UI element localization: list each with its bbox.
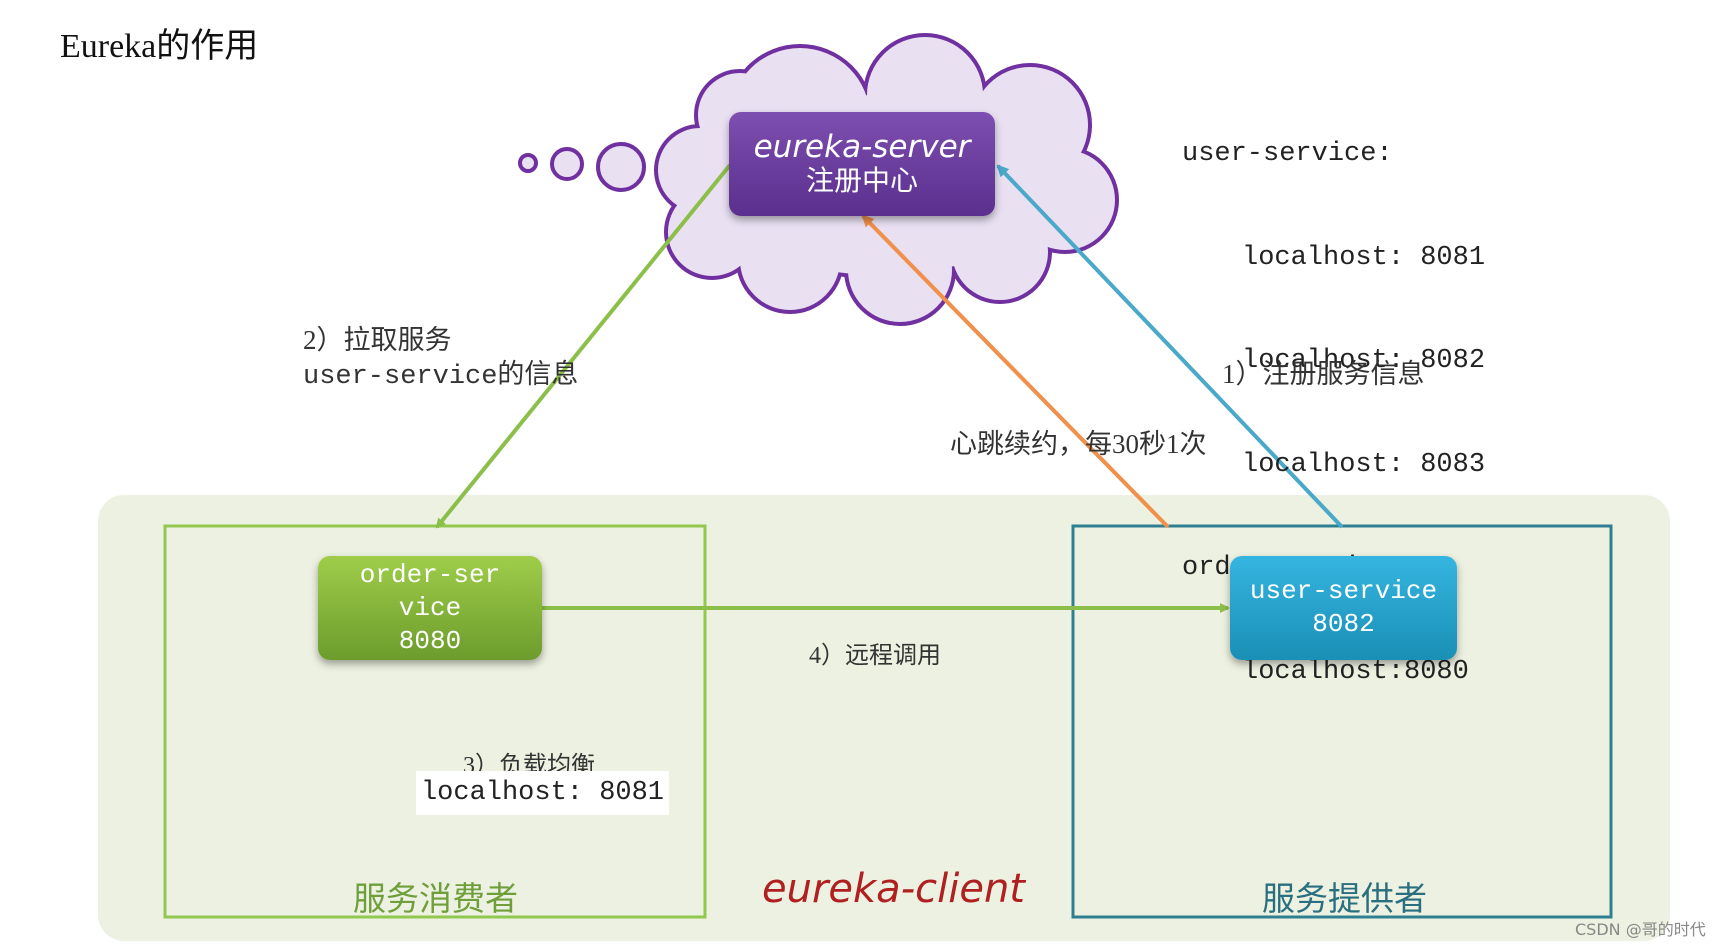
user-service-node: user-service 8082 bbox=[1230, 556, 1457, 660]
register-label: 1）注册服务信息 bbox=[1222, 359, 1425, 389]
registry-user-service-label: user-service: bbox=[1182, 139, 1393, 169]
registry-instance: localhost:8080 bbox=[1242, 656, 1469, 687]
registry-instance: localhost: 8081 bbox=[1242, 242, 1486, 273]
provider-label: 服务提供者 bbox=[1262, 882, 1427, 918]
register-arrow bbox=[996, 164, 1344, 529]
order-service-node: order-service 8080 bbox=[318, 556, 542, 660]
watermark: CSDN @哥的时代 bbox=[1575, 920, 1706, 939]
user-service-port: 8082 bbox=[1312, 609, 1375, 639]
heartbeat-label: 心跳续约，每30秒1次 bbox=[950, 429, 1207, 459]
thought-bubble-small bbox=[518, 153, 538, 173]
pull-label-line1: 2）拉取服务 bbox=[303, 325, 452, 355]
page-title: Eureka的作用 bbox=[60, 28, 259, 65]
thought-bubble-large bbox=[596, 142, 646, 192]
remote-call-label: 4）远程调用 bbox=[809, 643, 941, 669]
registry-instance: localhost: 8083 bbox=[1242, 449, 1486, 480]
eureka-server-node: eureka-server 注册中心 bbox=[729, 112, 995, 216]
order-service-name: order-service bbox=[359, 559, 501, 623]
consumer-label: 服务消费者 bbox=[353, 882, 518, 918]
eureka-client-label: eureka-client bbox=[762, 866, 1025, 912]
consumer-box bbox=[163, 524, 707, 919]
thought-bubble-medium bbox=[550, 147, 584, 181]
pull-service-arrow bbox=[435, 163, 732, 529]
server-subtitle: 注册中心 bbox=[805, 166, 918, 197]
registry-instance: localhost: 8082 bbox=[1242, 346, 1486, 376]
order-service-port: 8080 bbox=[398, 625, 462, 656]
server-name: eureka-server bbox=[753, 129, 971, 165]
load-balance-result: localhost: 8081 bbox=[416, 771, 669, 815]
pull-label-line2: user-service的信息 bbox=[303, 362, 579, 392]
heartbeat-arrow bbox=[861, 214, 1170, 529]
user-service-name: user-service bbox=[1249, 576, 1438, 606]
